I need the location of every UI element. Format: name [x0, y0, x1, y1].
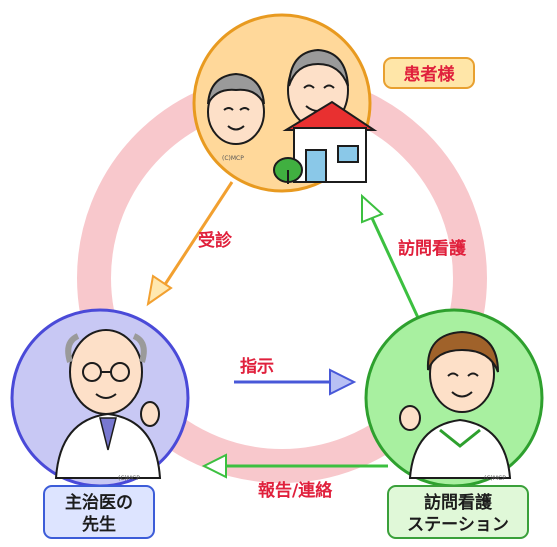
doctor-label-line1: 主治医の	[65, 492, 133, 513]
consult-label: 受診	[198, 230, 233, 251]
doctor-label-line2: 先生	[82, 514, 116, 535]
report-label: 報告/連絡	[258, 480, 333, 501]
station-credit: (C)MCP	[484, 475, 506, 482]
visit-nursing-label: 訪問看護	[398, 238, 467, 259]
station-node: (C)MCP	[364, 308, 544, 488]
patient-credit: (C)MCP	[222, 155, 244, 162]
patient-node: (C)MCP	[192, 13, 378, 193]
doctor-label-box: 主治医の 先生	[43, 485, 155, 539]
visit-nursing-arrow	[361, 193, 422, 323]
station-label-box: 訪問看護 ステーション	[387, 485, 529, 539]
instruction-arrow	[234, 368, 357, 396]
station-label-line1: 訪問看護	[424, 492, 493, 513]
doctor-credit: (C)MCP	[118, 475, 140, 482]
doctor-node: (C)MCP	[10, 308, 190, 488]
report-arrow	[201, 453, 388, 479]
instruction-label: 指示	[240, 356, 274, 377]
patient-label: 患者様	[404, 64, 456, 85]
consult-arrow	[146, 181, 234, 307]
doctor-illustration	[54, 329, 162, 479]
patient-label-box: 患者様	[383, 57, 475, 89]
nurse-illustration	[399, 330, 512, 479]
station-label-line2: ステーション	[407, 515, 509, 535]
elderly-couple-and-house-illustration	[207, 48, 378, 184]
